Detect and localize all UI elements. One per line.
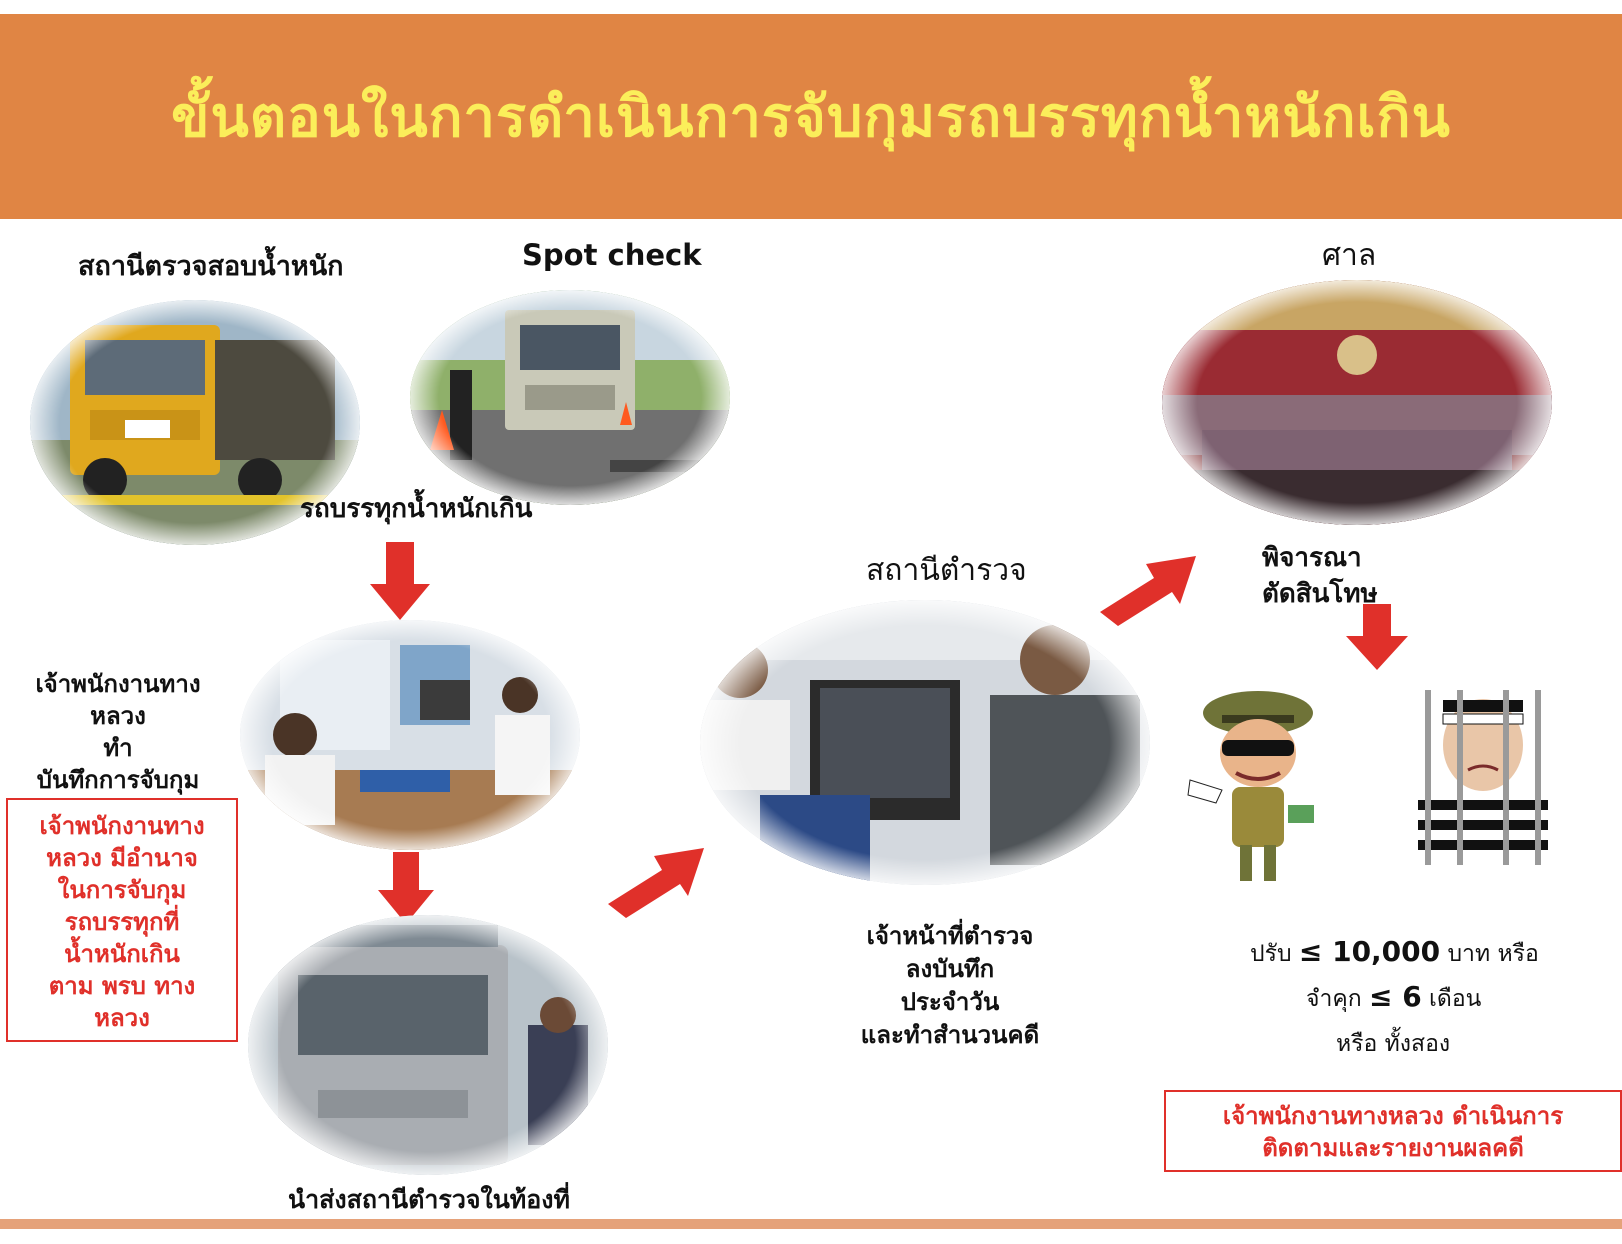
delivery-label: นำส่งสถานีตำรวจในท้องที่ bbox=[288, 1185, 570, 1214]
penalty-fine-value: ≤ 10,000 bbox=[1298, 935, 1441, 968]
authority-line: เจ้าพนักงานทาง bbox=[39, 812, 205, 840]
header-banner: ขั้นตอนในการดำเนินการจับกุมรถบรรทุกน้ำหน… bbox=[0, 14, 1622, 219]
truck-delivery-photo bbox=[248, 915, 608, 1175]
officer-line: เจ้าพนักงานทาง bbox=[35, 670, 201, 698]
authority-line: รถบรรทุกที่ bbox=[64, 908, 180, 936]
prisoner-cartoon-icon bbox=[1418, 690, 1548, 865]
police-cartoon-icon bbox=[1187, 691, 1314, 881]
officer-line: หลวง bbox=[90, 702, 146, 730]
police-line: เจ้าหน้าที่ตำรวจ bbox=[866, 922, 1034, 950]
authority-line: ในการจับกุม bbox=[57, 876, 187, 904]
overweight-truck-label: รถบรรทุกน้ำหนักเกิน bbox=[300, 494, 533, 524]
authority-line: ตาม พรบ ทาง bbox=[48, 972, 196, 1000]
page-title: ขั้นตอนในการดำเนินการจับกุมรถบรรทุกน้ำหน… bbox=[171, 85, 1451, 150]
penalty-fine-suffix: บาท หรือ bbox=[1447, 941, 1539, 967]
authority-line: หลวง มีอำนาจ bbox=[46, 844, 198, 872]
arrow-down-icon bbox=[370, 542, 430, 620]
verdict-line: ตัดสินโทษ bbox=[1262, 579, 1378, 609]
penalty-jail-value: ≤ 6 bbox=[1369, 980, 1422, 1013]
footer-strip bbox=[0, 1219, 1622, 1229]
officer-description: เจ้าพนักงานทาง หลวง ทำ บันทึกการจับกุม bbox=[18, 668, 218, 796]
verdict-line: พิจารณา bbox=[1262, 543, 1362, 573]
officer-line: ทำ bbox=[103, 734, 133, 762]
police-station-title: สถานีตำรวจ bbox=[866, 553, 1027, 588]
weigh-station-label: สถานีตรวจสอบน้ำหนัก bbox=[78, 251, 344, 282]
authority-line: หลวง bbox=[94, 1004, 150, 1032]
authority-line: น้ำหนักเกิน bbox=[64, 940, 180, 968]
penalty-line-2: จำคุก ≤ 6 เดือน bbox=[1306, 980, 1481, 1017]
arrow-down-icon bbox=[1346, 604, 1408, 670]
police-line: ลงบันทึก bbox=[905, 955, 995, 983]
followup-line: เจ้าพนักงานทางหลวง ดำเนินการ bbox=[1222, 1102, 1564, 1130]
spot-check-label: Spot check bbox=[522, 238, 702, 272]
police-line: ประจำวัน bbox=[900, 988, 1000, 1016]
officer-line: บันทึกการจับกุม bbox=[36, 766, 200, 794]
penalty-line-1: ปรับ ≤ 10,000 บาท หรือ bbox=[1250, 935, 1539, 972]
arrest-record-photo bbox=[240, 620, 580, 850]
authority-box: เจ้าพนักงานทาง หลวง มีอำนาจ ในการจับกุม … bbox=[6, 798, 238, 1042]
arrow-down-icon bbox=[378, 852, 434, 924]
weigh-station-photo bbox=[30, 300, 360, 545]
court-photo bbox=[1162, 280, 1552, 525]
followup-line: ติดตามและรายงานผลคดี bbox=[1262, 1134, 1524, 1162]
police-station-photo bbox=[700, 600, 1150, 885]
penalty-line-3: หรือ ทั้งสอง bbox=[1336, 1031, 1451, 1057]
penalty-jail-prefix: จำคุก bbox=[1306, 986, 1362, 1012]
police-line: และทำสำนวนคดี bbox=[860, 1021, 1040, 1049]
arrow-up-right-icon bbox=[608, 848, 704, 918]
penalty-fine-prefix: ปรับ bbox=[1250, 941, 1292, 967]
arrow-up-right-icon bbox=[1100, 556, 1196, 626]
court-title: ศาล bbox=[1322, 238, 1377, 273]
verdict-label: พิจารณา ตัดสินโทษ bbox=[1262, 540, 1442, 612]
followup-box: เจ้าพนักงานทางหลวง ดำเนินการ ติดตามและรา… bbox=[1164, 1090, 1622, 1172]
spot-check-photo bbox=[410, 290, 730, 505]
police-description: เจ้าหน้าที่ตำรวจ ลงบันทึก ประจำวัน และทำ… bbox=[820, 920, 1080, 1052]
penalty-jail-suffix: เดือน bbox=[1429, 986, 1482, 1012]
